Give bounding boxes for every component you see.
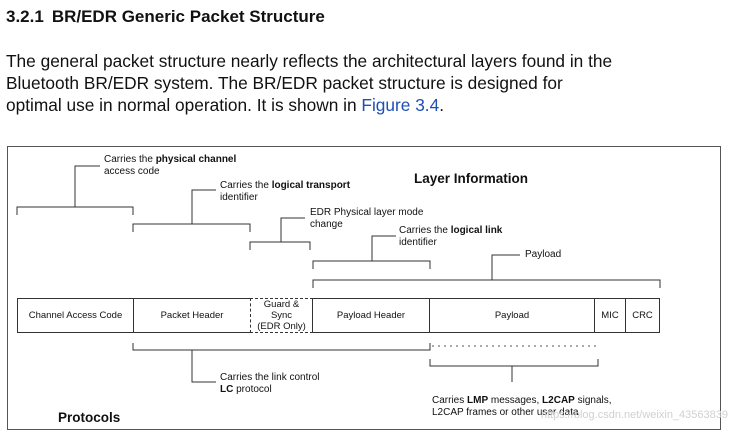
- connector-transport: [191, 189, 216, 224]
- bracket-lmp: [429, 359, 599, 367]
- figure-link[interactable]: Figure 3.4: [361, 95, 440, 115]
- annotation-lmp: Carries LMP messages, L2CAP signals, L2C…: [432, 395, 612, 418]
- annotation-access-code: Carries the physical channel access code: [104, 154, 237, 177]
- bracket-access-code: [16, 206, 134, 215]
- cell-channel-access-code: Channel Access Code: [17, 298, 134, 333]
- connector-payload: [491, 254, 520, 280]
- layer-information-title: Layer Information: [414, 171, 529, 186]
- paragraph-line-3-end: .: [439, 95, 445, 115]
- cell-crc: CRC: [625, 298, 660, 333]
- section-number: 3.2.1: [6, 7, 44, 26]
- connector-edr: [280, 217, 305, 242]
- paragraph-line-3: optimal use in normal operation. It is s…: [6, 95, 362, 115]
- annotation-edr: EDR Physical layer mode change: [310, 207, 424, 230]
- cell-guard-sync: Guard &Sync(EDR Only): [250, 298, 313, 333]
- cell-packet-header: Packet Header: [133, 298, 251, 333]
- section-heading: 3.2.1 BR/EDR Generic Packet Structure: [6, 7, 325, 27]
- bracket-link: [312, 260, 431, 269]
- annotation-lc: Carries the link control LC protocol: [220, 372, 320, 395]
- cell-mic: MIC: [594, 298, 626, 333]
- bracket-payload: [312, 279, 661, 288]
- paragraph-line-2: Bluetooth BR/EDR system. The BR/EDR pack…: [6, 73, 563, 93]
- annotation-transport: Carries the logical transport identifier: [220, 180, 351, 203]
- connector-link: [371, 235, 396, 261]
- packet-structure-figure: [7, 146, 721, 430]
- cell-payload: Payload: [429, 298, 595, 333]
- bracket-lc: [132, 343, 431, 351]
- bracket-edr: [249, 241, 311, 250]
- intro-paragraph: The general packet structure nearly refl…: [6, 50, 726, 116]
- cell-payload-header: Payload Header: [312, 298, 430, 333]
- paragraph-line-1: The general packet structure nearly refl…: [6, 51, 613, 71]
- protocols-title: Protocols: [58, 410, 121, 425]
- section-title: BR/EDR Generic Packet Structure: [51, 7, 325, 26]
- connector-lc: [191, 350, 216, 383]
- watermark: https://blog.csdn.net/weixin_43563839: [540, 409, 728, 421]
- bracket-transport: [132, 223, 251, 232]
- connector-access-code: [74, 165, 100, 207]
- annotation-payload: Payload: [525, 249, 562, 260]
- annotation-logical-link: Carries the logical link identifier: [399, 225, 503, 248]
